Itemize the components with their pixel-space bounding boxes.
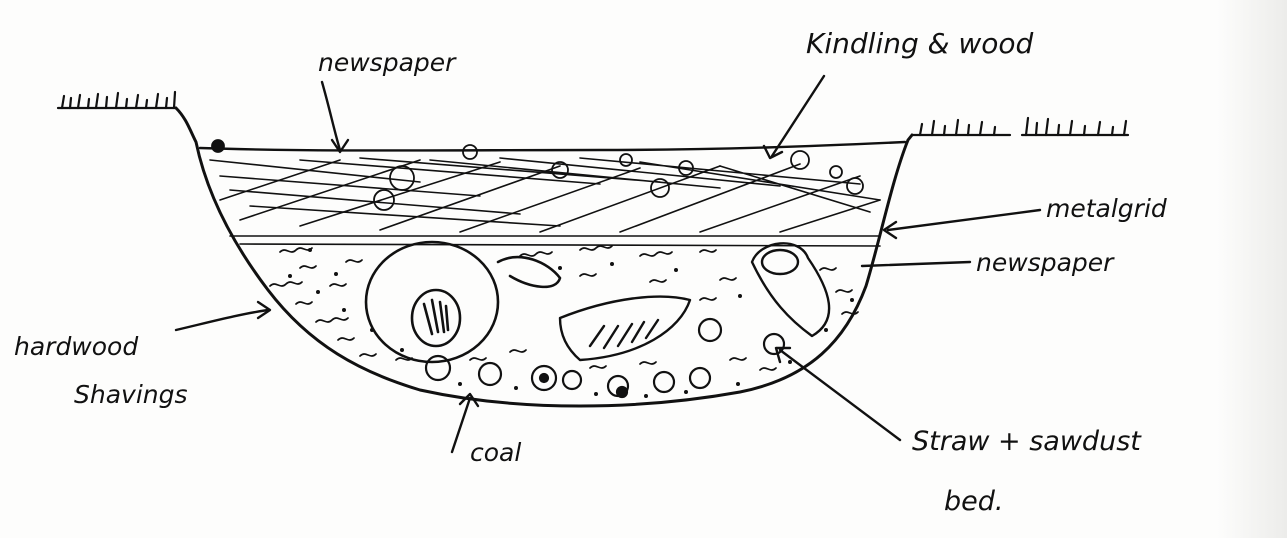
grass-left	[58, 92, 176, 108]
arrow-kindling	[772, 76, 824, 156]
arrow-hardwood	[176, 310, 268, 330]
label-kindling-wood: Kindling & wood	[806, 30, 1033, 58]
label-bed: bed.	[944, 488, 1003, 515]
arrow-coal	[452, 398, 470, 452]
newspaper-wedge	[560, 297, 690, 360]
label-shavings: Shavings	[74, 382, 188, 407]
arrow-metal-grid	[888, 210, 1040, 230]
grass-right	[912, 118, 1128, 135]
label-arrows	[176, 76, 1040, 452]
label-straw-sawdust: Straw + sawdust	[912, 428, 1141, 455]
label-newspaper-side: newspaper	[976, 250, 1113, 275]
fill-top-line	[200, 142, 905, 151]
kindling-layer	[210, 158, 880, 246]
arrow-straw	[780, 350, 900, 440]
pit-outline	[176, 108, 912, 406]
label-coal: coal	[470, 440, 521, 465]
label-newspaper-top: newspaper	[318, 50, 455, 75]
arrow-newspaper-side	[862, 262, 970, 266]
newspaper-roll-left	[366, 242, 560, 362]
label-metal-grid: metalgrid	[1046, 196, 1167, 221]
newspaper-roll-right	[752, 243, 829, 336]
label-hardwood: hardwood	[14, 334, 138, 359]
straw-sawdust	[270, 246, 858, 370]
